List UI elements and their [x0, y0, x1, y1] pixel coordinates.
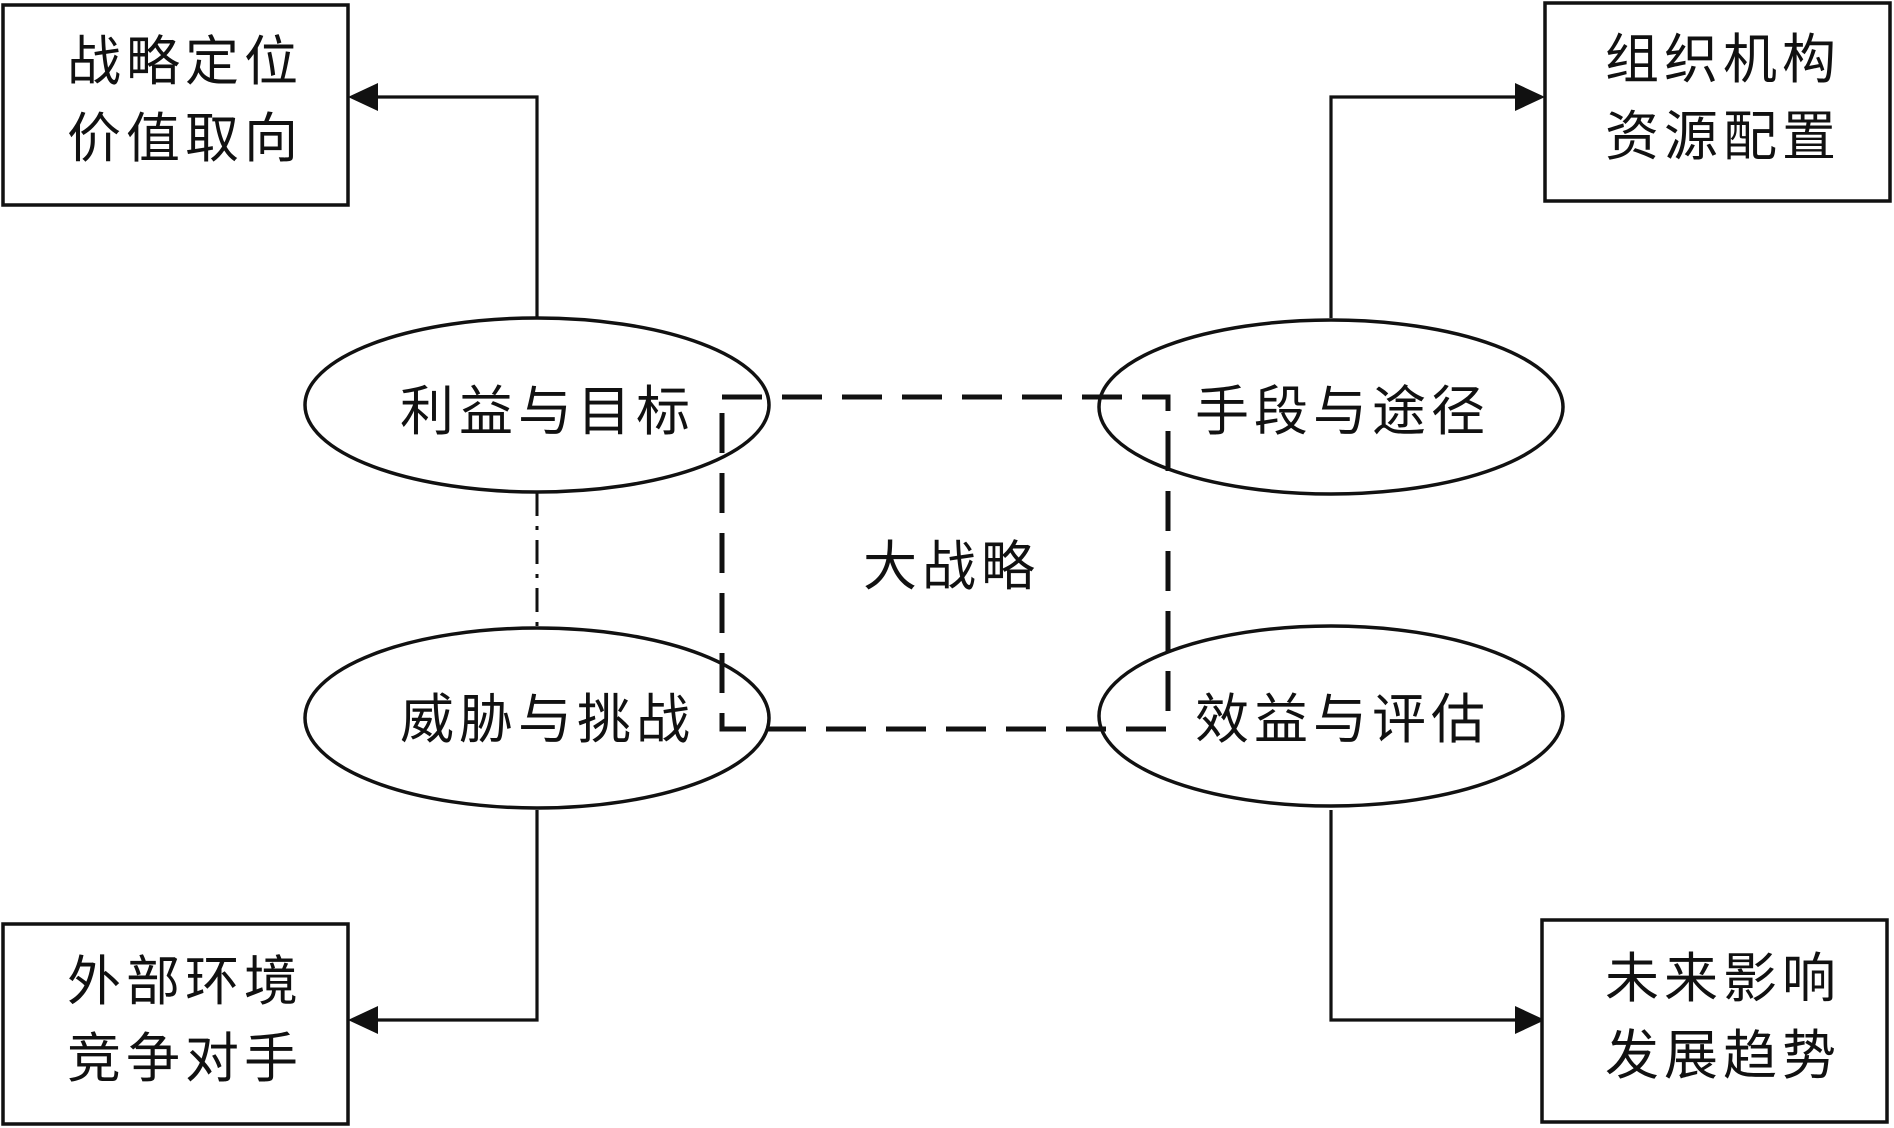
- arrow-head-top-left: [348, 83, 378, 111]
- connector-bottom-right: [1329, 810, 1545, 1034]
- ellipse-threat: 威胁与挑战: [303, 626, 771, 810]
- arrow-head-bottom-right: [1515, 1006, 1545, 1034]
- box-top-left-line2: 价值取向: [67, 107, 303, 170]
- ellipse-threat-label: 威胁与挑战: [400, 688, 695, 751]
- box-bottom-left: 外部环境 竞争对手: [1, 922, 350, 1126]
- ellipse-interest: 利益与目标: [303, 316, 771, 494]
- box-top-left: 战略定位 价值取向: [1, 3, 350, 207]
- box-bottom-left-line2: 竞争对手: [67, 1027, 303, 1090]
- ellipse-means-label: 手段与途径: [1195, 380, 1490, 443]
- box-top-right: 组织机构 资源配置: [1543, 1, 1892, 203]
- box-bottom-left-line1: 外部环境: [67, 950, 303, 1013]
- ellipse-benefit-label: 效益与评估: [1195, 688, 1490, 751]
- box-bottom-right: 未来影响 发展趋势: [1540, 918, 1889, 1124]
- connector-bottom-left: [348, 810, 539, 1034]
- ellipse-benefit: 效益与评估: [1097, 624, 1565, 808]
- arrow-head-top-right: [1515, 83, 1545, 111]
- ellipse-interest-label: 利益与目标: [400, 380, 695, 443]
- box-bottom-right-line1: 未来影响: [1605, 947, 1841, 1010]
- arrow-head-bottom-left: [348, 1006, 378, 1034]
- center-dashed-frame: [719, 394, 1171, 732]
- connector-top-left: [348, 83, 539, 318]
- box-top-right-line1: 组织机构: [1605, 28, 1841, 91]
- box-bottom-right-line2: 发展趋势: [1605, 1024, 1841, 1087]
- box-top-right-line2: 资源配置: [1605, 105, 1841, 168]
- center-label: 大战略: [863, 535, 1040, 598]
- ellipse-means: 手段与途径: [1097, 318, 1565, 496]
- box-top-left-line1: 战略定位: [67, 30, 303, 93]
- connector-top-right: [1329, 83, 1545, 318]
